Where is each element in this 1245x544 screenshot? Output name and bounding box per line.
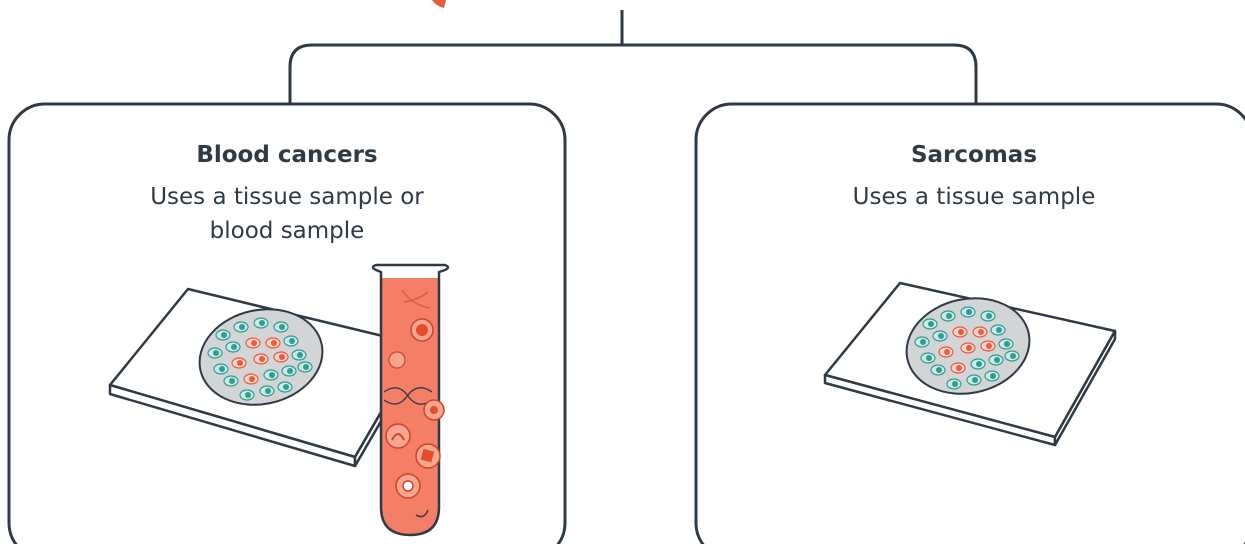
cell-nucleus	[237, 360, 243, 366]
cell-nucleus	[279, 324, 285, 330]
cell-nucleus	[972, 377, 978, 383]
cell-nucleus	[994, 357, 1000, 363]
cell-nucleus	[938, 333, 944, 339]
cell-nucleus	[283, 384, 289, 390]
cell-nucleus	[303, 364, 309, 370]
cell-nucleus	[976, 361, 982, 367]
cell-nucleus	[1010, 353, 1016, 359]
cell-nucleus	[1004, 341, 1010, 347]
cell-nucleus	[271, 340, 277, 346]
cell-nucleus	[986, 313, 992, 319]
cell-nucleus	[297, 352, 303, 358]
card-title-sarcomas: Sarcomas	[767, 142, 1181, 168]
cell-nucleus	[269, 372, 275, 378]
cell-nucleus	[259, 356, 265, 362]
cell-nucleus	[221, 332, 227, 338]
card-subtitle-sarcomas: Uses a tissue sample	[787, 180, 1161, 214]
cell-nucleus	[946, 313, 952, 319]
cell-nucleus	[966, 345, 972, 351]
cell-nucleus	[990, 373, 996, 379]
cell-nucleus	[928, 321, 934, 327]
cell-nucleus	[279, 354, 285, 360]
cell-nucleus	[287, 368, 293, 374]
cell-nucleus	[986, 343, 992, 349]
cell-nucleus	[259, 320, 265, 326]
connector-lines	[290, 10, 976, 103]
cell-nucleus	[213, 350, 219, 356]
cell-nucleus	[245, 392, 251, 398]
cell-nucleus	[249, 376, 255, 382]
cell-nucleus	[920, 339, 926, 345]
top-icon-fragment	[432, 0, 446, 8]
card-subtitle-blood-cancers: Uses a tissue sample or blood sample	[117, 180, 457, 248]
cell-nucleus	[229, 378, 235, 384]
cell-nucleus	[966, 309, 972, 315]
cell-nucleus	[265, 388, 271, 394]
cell-nucleus	[239, 324, 245, 330]
cell-nucleus	[219, 366, 225, 372]
cell-nucleus	[944, 349, 950, 355]
cell-nucleus	[956, 365, 962, 371]
test-tube-icon	[373, 265, 448, 535]
cell-nucleus	[289, 338, 295, 344]
cell-nucleus	[978, 329, 984, 335]
cell-nucleus	[936, 367, 942, 373]
cell-nucleus	[926, 355, 932, 361]
cell-nucleus	[958, 329, 964, 335]
cell-nucleus	[231, 344, 237, 350]
cell-nucleus	[952, 381, 958, 387]
card-title-blood-cancers: Blood cancers	[80, 142, 494, 168]
cell-nucleus	[251, 340, 257, 346]
cell-nucleus	[996, 327, 1002, 333]
